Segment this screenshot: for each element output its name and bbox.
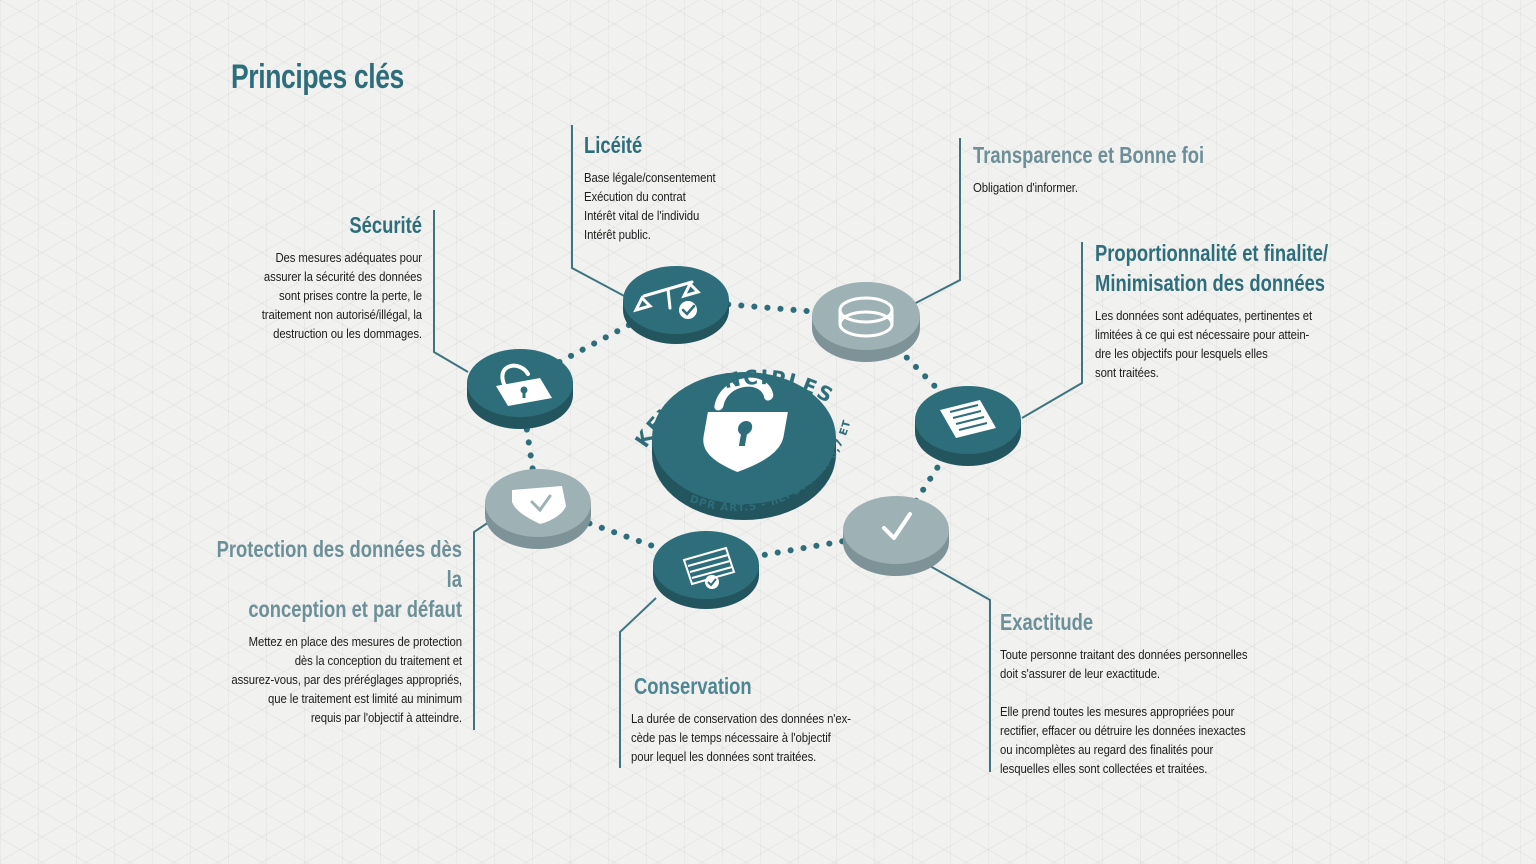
disc-exactitude [843,496,949,576]
checkmark-icon [882,512,912,540]
principle-title: Protection des données dès la conception… [216,536,462,622]
principle-body: La durée de conservation des données n'e… [631,711,851,764]
principle-body: Mettez en place des mesures de protectio… [231,634,462,725]
principle-title: Licéité [584,132,643,158]
leader-line-exactitude [929,565,991,772]
principle-body: Obligation d'informer. [973,180,1078,195]
leader-line-liceite [571,125,629,299]
center-disc: KEY PRINCIPLES GDPR ART.5 - nLPD. ART. 6… [0,0,854,520]
principle-protection: Protection des données dès la conception… [132,534,462,727]
principle-title: Transparence et Bonne foi [973,142,1205,168]
principle-securite: Sécurité Des mesures adéquates pour assu… [142,210,422,343]
shield-lock-icon [703,377,788,472]
principle-title: Exactitude [1000,609,1094,635]
shield-check-icon [512,486,566,524]
leader-line-protection [473,519,493,730]
principle-title: Proportionnalité et finalite/ Minimisati… [1095,240,1329,296]
principle-exactitude: Exactitude Toute personne traitant des d… [1000,607,1288,778]
padlock-icon [496,363,552,406]
principle-liceite: Licéité Base légale/consentement Exécuti… [584,130,737,244]
disc-transparence [812,282,920,362]
disc-proportionnalite [915,386,1021,466]
disc-liceite [623,266,729,344]
document-icon [940,400,996,438]
leader-line-transparence [911,138,961,306]
ring-icon [838,296,894,338]
principle-transparence: Transparence et Bonne foi Obligation d'i… [973,140,1262,197]
scales-check-icon [633,280,701,319]
archive-check-icon [682,546,736,589]
principle-body: Les données sont adéquates, pertinentes … [1095,308,1313,380]
leader-line-conservation [619,597,657,768]
disc-protection [485,469,591,549]
disc-conservation [653,531,759,609]
principle-title: Conservation [634,673,752,699]
principle-conservation: Conservation La durée de conservation de… [631,671,887,766]
page-title: Principes clés [231,58,404,96]
disc-securite [467,349,573,429]
leader-line-proportionnalite [1021,242,1083,419]
principle-body: Des mesures adéquates pour assurer la sé… [261,250,422,341]
principle-title: Sécurité [349,212,422,238]
leader-line-securite [433,210,469,373]
principle-body: Toute personne traitant des données pers… [1000,647,1248,776]
principle-proportionnalite: Proportionnalité et finalite/ Minimisati… [1095,238,1386,382]
principle-body: Base légale/consentement Exécution du co… [584,170,716,242]
leader-lines [433,125,1083,772]
